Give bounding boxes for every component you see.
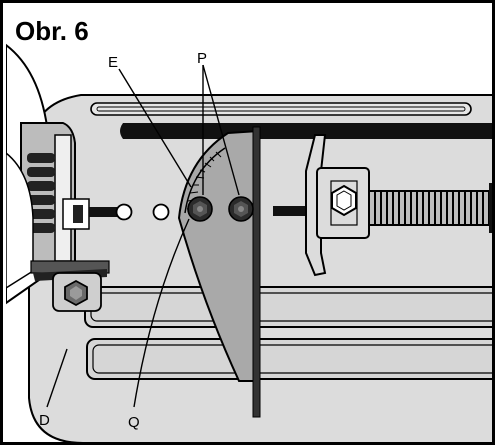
clamp-rod	[273, 206, 305, 216]
bottom-slot	[86, 338, 492, 380]
leader-lines	[46, 64, 240, 408]
left-rod	[89, 207, 119, 217]
threaded-screw-icon	[368, 190, 492, 226]
figure-title: Obr. 6	[15, 16, 89, 46]
fence-rod	[252, 126, 261, 418]
callout-e: E	[108, 54, 118, 71]
black-rail	[120, 123, 492, 139]
spring-coils	[27, 153, 55, 233]
callout-q: Q	[128, 414, 140, 431]
hole	[152, 203, 170, 221]
angle-scale	[184, 147, 226, 214]
hole	[115, 203, 133, 221]
nut-icon	[228, 196, 254, 222]
callout-p: P	[197, 50, 207, 67]
technical-diagram: Obr. 6 E P Q D	[6, 16, 492, 442]
top-slot	[90, 102, 472, 116]
nut-icon	[187, 196, 213, 222]
clamp-nut-icon	[331, 184, 357, 217]
callout-d: D	[39, 412, 50, 429]
